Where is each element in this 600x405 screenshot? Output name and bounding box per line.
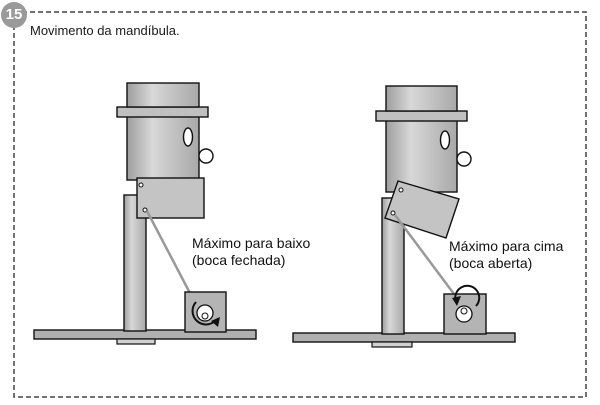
left-annotation-line1: Máximo para baixo — [192, 235, 311, 251]
right-annotation: Máximo para cima (boca aberta) — [449, 238, 563, 272]
left-annotation-line2: (boca fechada) — [192, 252, 286, 268]
right-nose — [456, 151, 472, 167]
left-base-foot — [116, 338, 156, 345]
right-linkage-wire — [393, 214, 462, 303]
left-rod — [123, 194, 147, 332]
right-jaw-pivot — [398, 187, 404, 193]
left-nose — [198, 148, 214, 164]
left-eye — [182, 127, 194, 147]
right-rotation-arrow — [454, 284, 481, 307]
left-figure — [33, 82, 257, 345]
right-jaw — [384, 180, 460, 239]
step-number-badge: 15 — [1, 2, 27, 28]
left-head-body — [126, 114, 200, 181]
left-jaw-pivot — [138, 182, 144, 188]
left-hat-top — [126, 82, 200, 108]
right-jaw-hole — [390, 210, 396, 216]
dashed-frame — [13, 11, 587, 398]
left-annotation: Máximo para baixo (boca fechada) — [192, 235, 310, 269]
left-rotation-arrow — [191, 301, 217, 326]
right-servo-screw — [460, 307, 468, 315]
left-rotation-arrowhead — [211, 317, 220, 327]
right-figure — [292, 85, 516, 348]
right-head-body — [385, 117, 458, 193]
right-annotation-line2: (boca aberta) — [449, 255, 533, 271]
left-jaw-hole — [142, 207, 148, 213]
right-hat-brim — [375, 110, 468, 122]
right-base-foot — [371, 341, 413, 348]
right-eye — [439, 130, 451, 150]
right-rotation-arrowhead — [452, 296, 461, 306]
left-servo-screw — [201, 312, 209, 320]
left-hat-brim — [116, 106, 209, 118]
right-hat-top — [385, 85, 458, 112]
figure-caption: Movimento da mandíbula. — [30, 23, 180, 38]
right-annotation-line1: Máximo para cima — [449, 238, 564, 254]
